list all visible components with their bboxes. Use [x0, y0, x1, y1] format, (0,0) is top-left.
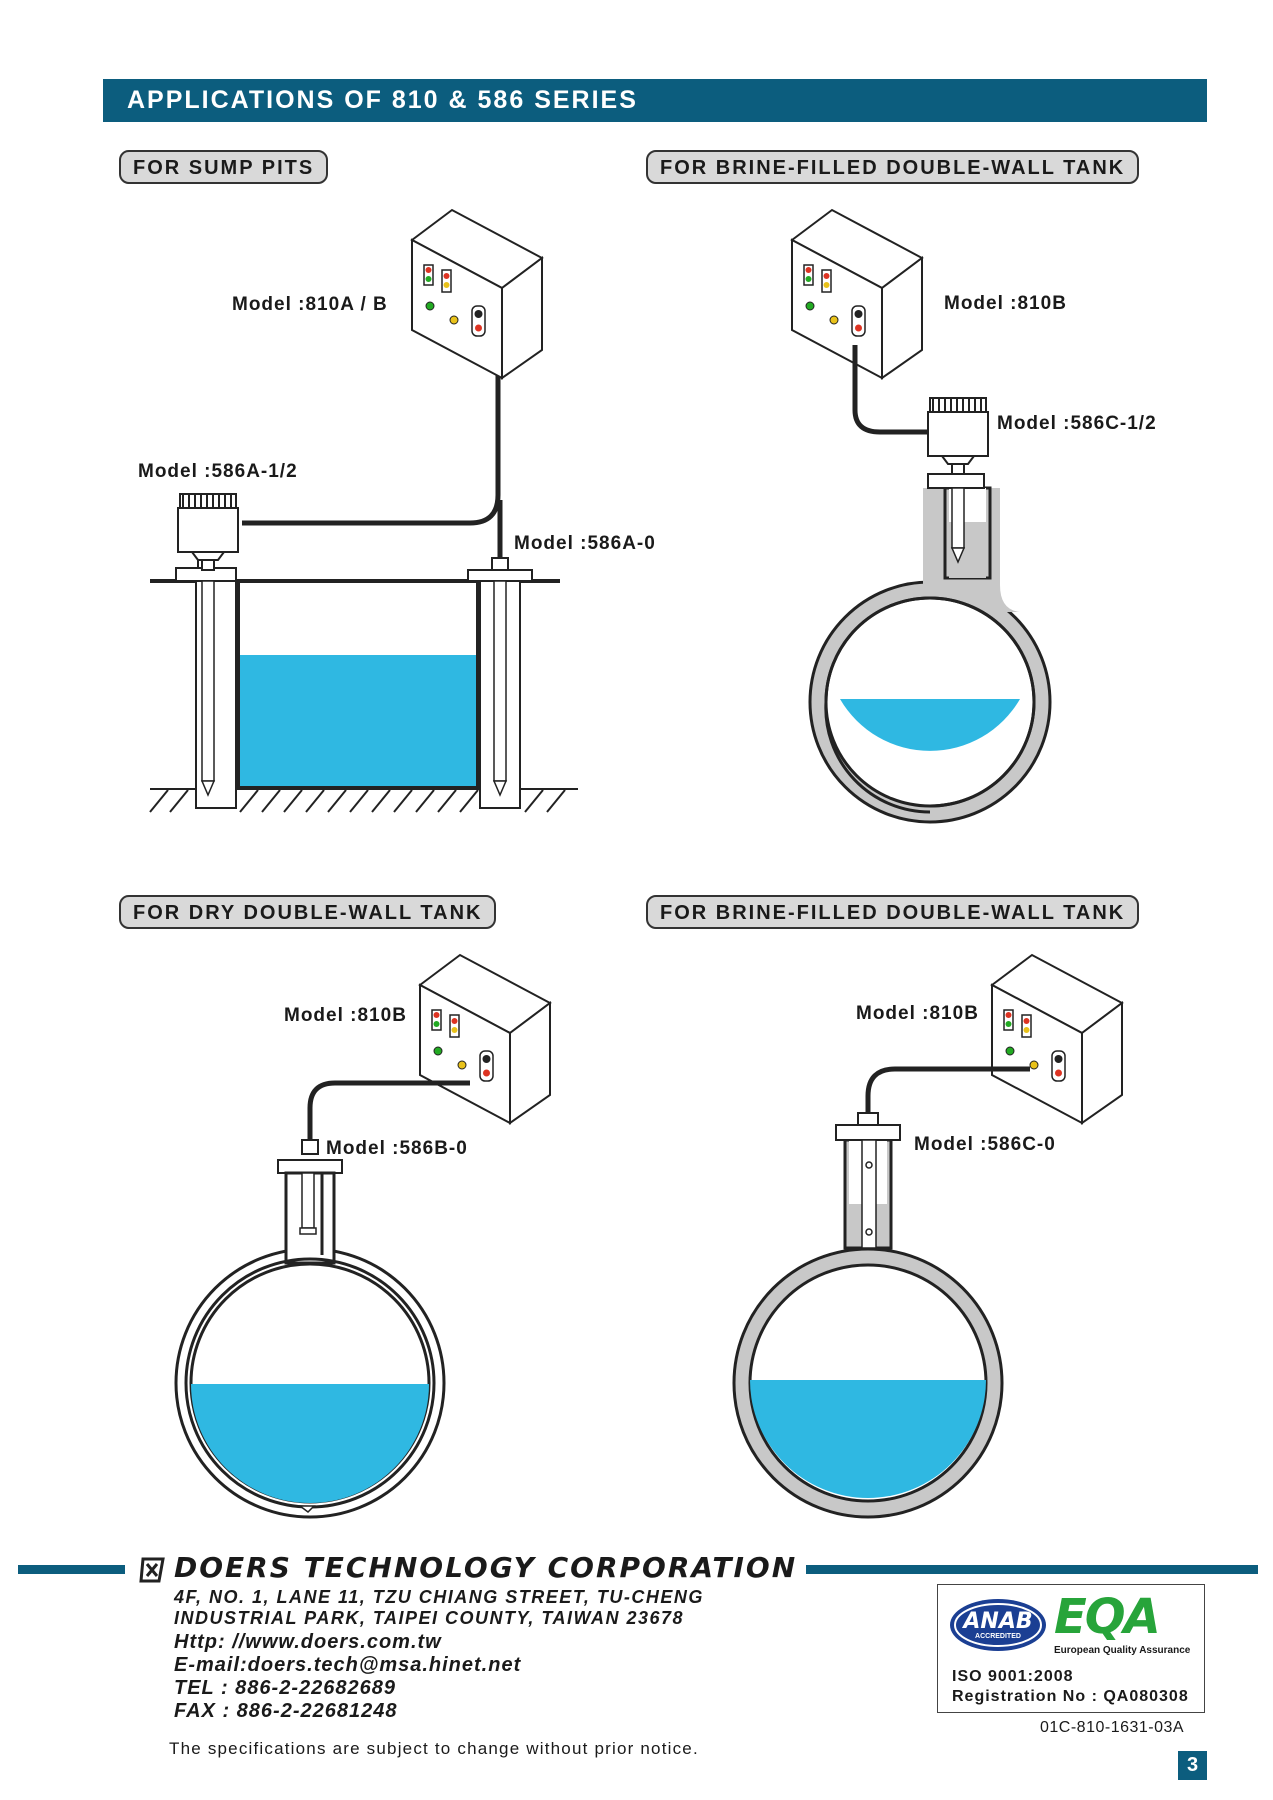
label-model-586c-0: Model :586C-0 [914, 1134, 1056, 1155]
label-model-810b-3: Model :810B [856, 1003, 979, 1024]
label-model-586c-12: Model :586C-1/2 [997, 413, 1157, 434]
label-model-586b-0: Model :586B-0 [326, 1138, 468, 1159]
application-diagrams [149, 209, 1123, 1519]
email-link[interactable]: E-mail:doers.tech@msa.hinet.net [174, 1654, 522, 1676]
telephone: TEL : 886-2-22682689 [174, 1677, 396, 1699]
page-number: 3 [1178, 1751, 1207, 1780]
section-title-brine-tank-1: FOR BRINE-FILLED DOUBLE-WALL TANK [646, 150, 1140, 184]
label-model-810ab: Model :810A / B [232, 294, 388, 315]
certification-box: ANAB ACCREDITED EQA European Quality Ass… [937, 1584, 1205, 1713]
label-model-810b-1: Model :810B [944, 293, 1067, 314]
document-number: 01C-810-1631-03A [1040, 1719, 1185, 1736]
anab-logo-icon [950, 1599, 1046, 1651]
label-model-586a-12: Model :586A-1/2 [138, 461, 298, 482]
eqa-subtext: European Quality Assurance [1054, 1645, 1191, 1656]
registration-number: Registration No : QA080308 [952, 1688, 1189, 1705]
page-header-title: APPLICATIONS OF 810 & 586 SERIES [103, 79, 1207, 122]
eqa-logo-text: EQA [1054, 1589, 1161, 1645]
anab-subtext: ACCREDITED [975, 1633, 1021, 1640]
fax: FAX : 886-2-22681248 [174, 1700, 398, 1722]
address-line-1: 4F, NO. 1, LANE 11, TZU CHIANG STREET, T… [174, 1587, 704, 1607]
footer-rule-left [18, 1565, 125, 1574]
disclaimer-note: The specifications are subject to change… [169, 1739, 699, 1758]
footer-rule-right [806, 1565, 1258, 1574]
doers-logo-icon [139, 1557, 165, 1583]
label-model-810b-2: Model :810B [284, 1005, 407, 1026]
label-model-586a-0: Model :586A-0 [514, 533, 656, 554]
section-title-dry-tank: FOR DRY DOUBLE-WALL TANK [119, 895, 497, 929]
section-title-sump-pits: FOR SUMP PITS [119, 150, 329, 184]
section-title-brine-tank-2: FOR BRINE-FILLED DOUBLE-WALL TANK [646, 895, 1140, 929]
anab-text: ANAB [963, 1609, 1033, 1634]
address-line-2: INDUSTRIAL PARK, TAIPEI COUNTY, TAIWAN 2… [174, 1608, 685, 1628]
website-link[interactable]: Http: //www.doers.com.tw [174, 1631, 442, 1653]
iso-standard: ISO 9001:2008 [952, 1668, 1074, 1685]
company-name: DOERS TECHNOLOGY CORPORATION [174, 1551, 798, 1584]
